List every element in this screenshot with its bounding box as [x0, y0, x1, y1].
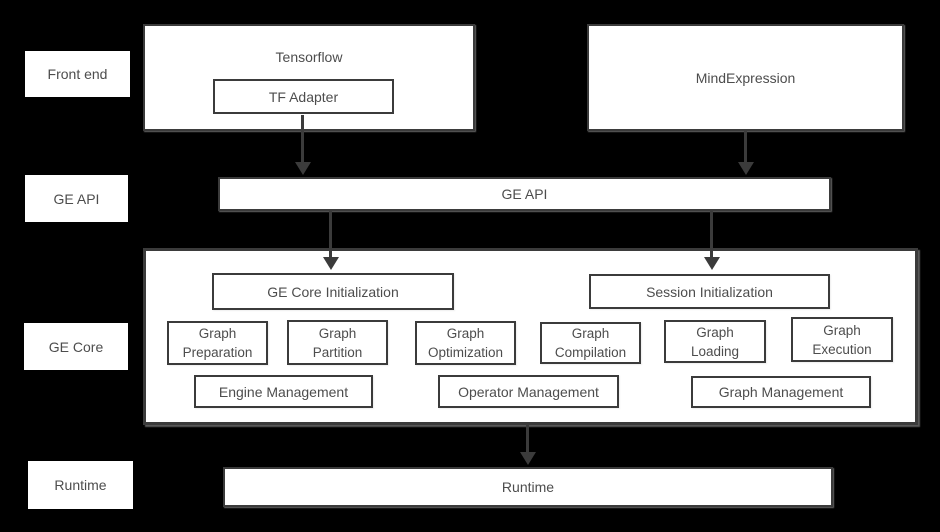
engine-management-box: Engine Management: [194, 375, 373, 408]
arrow-line: [526, 425, 529, 453]
graph-optimization-box: Graph Optimization: [415, 321, 516, 365]
arrow-down-icon: [738, 162, 754, 175]
graph-compilation-box: Graph Compilation: [540, 322, 641, 364]
arrow-line: [710, 211, 713, 258]
arrow-line: [744, 131, 747, 163]
graph-loading-box: Graph Loading: [664, 320, 766, 363]
tensorflow-label: Tensorflow: [275, 49, 343, 65]
runtime-bar: Runtime: [223, 467, 833, 507]
ge-core-initialization-box: GE Core Initialization: [212, 273, 454, 310]
operator-management-box: Operator Management: [438, 375, 619, 408]
arrow-line: [301, 115, 304, 163]
arrow-down-icon: [295, 162, 311, 175]
session-initialization-box: Session Initialization: [589, 274, 830, 309]
graph-management-box: Graph Management: [691, 376, 871, 408]
layer-label-frontend: Front end: [25, 51, 130, 97]
tensorflow-box: Tensorflow TF Adapter: [143, 24, 475, 131]
layer-label-runtime: Runtime: [28, 461, 133, 509]
mindexpression-box: MindExpression: [587, 24, 904, 131]
tf-adapter-box: TF Adapter: [213, 79, 394, 114]
graph-preparation-box: Graph Preparation: [167, 321, 268, 365]
arrow-line: [329, 211, 332, 258]
arrow-down-icon: [704, 257, 720, 270]
layer-label-ge-core: GE Core: [24, 323, 128, 370]
arrow-down-icon: [520, 452, 536, 465]
arrow-down-icon: [323, 257, 339, 270]
graph-partition-box: Graph Partition: [287, 320, 388, 365]
layer-label-ge-api: GE API: [25, 175, 128, 222]
graph-execution-box: Graph Execution: [791, 317, 893, 362]
ge-api-bar: GE API: [218, 177, 831, 211]
